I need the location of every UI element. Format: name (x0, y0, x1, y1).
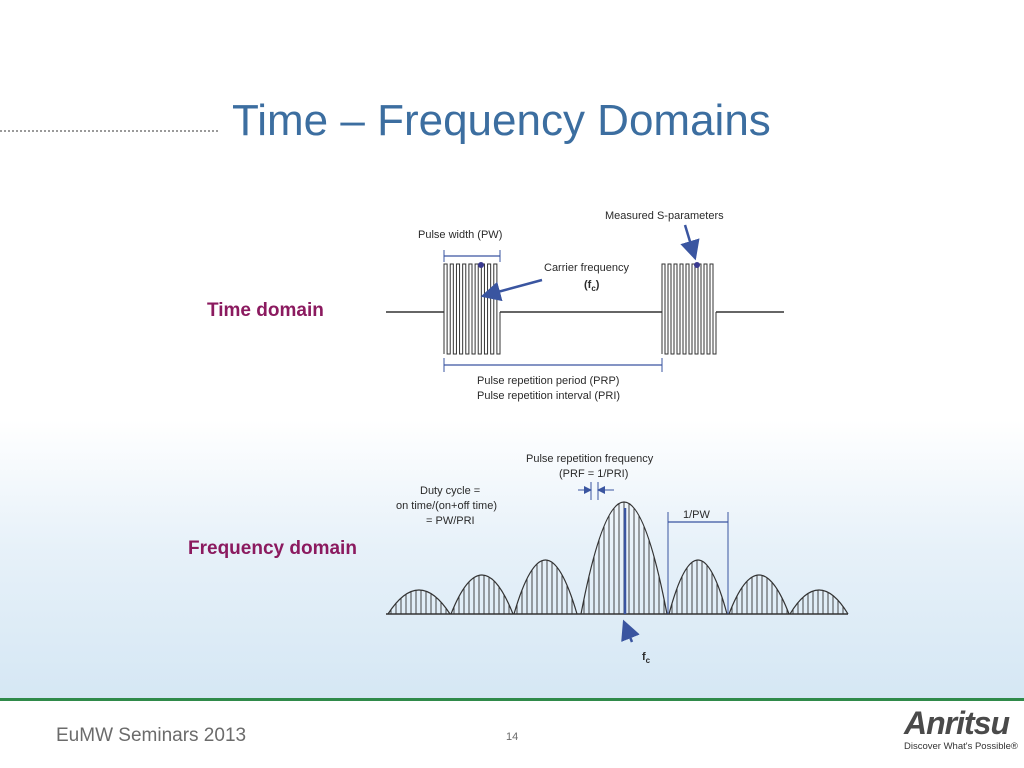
spectrum-lobe-7 (789, 589, 849, 615)
spectrum-lobe-5 (668, 559, 728, 615)
one-over-pw-dimension (667, 512, 729, 614)
pulse-burst-2 (661, 263, 717, 355)
spectrum-lobe-6 (728, 574, 790, 615)
prp-dimension (443, 358, 663, 372)
fc-f: f (642, 651, 646, 663)
carrier-frequency-symbol: (fc) (584, 279, 600, 293)
anritsu-logo: Anritsu (904, 705, 1010, 741)
frequency-domain-label: Frequency domain (188, 538, 357, 559)
pulse-burst-1 (443, 263, 501, 355)
time-domain-signal (386, 263, 784, 355)
title-dotted-rule (0, 130, 218, 132)
measured-sparams-label: Measured S-parameters (605, 210, 724, 222)
footer-rule (0, 698, 1024, 701)
carrier-frequency-label: Carrier frequency (544, 262, 629, 274)
spectrum-lobes (387, 501, 849, 615)
fc-label: fc (642, 651, 651, 665)
carrier-arrow (480, 278, 543, 302)
prp-label: Pulse repetition period (PRP) (477, 375, 619, 387)
prf-dimension (578, 482, 614, 500)
duty-cycle-line1: Duty cycle = (420, 485, 480, 497)
fc-sub: c (646, 656, 651, 665)
prf-label-line1: Pulse repetition frequency (526, 453, 654, 465)
duty-cycle-line2: on time/(on+off time) (396, 500, 497, 512)
fc-arrow (621, 619, 640, 643)
carrier-f: f (588, 279, 592, 291)
one-over-pw-label: 1/PW (683, 509, 711, 521)
duty-cycle-line3: = PW/PRI (426, 515, 475, 527)
page-number: 14 (506, 731, 519, 743)
spectrum-lobe-3 (513, 559, 578, 615)
carrier-sub: c (591, 284, 596, 293)
background-gradient (0, 420, 1024, 700)
prf-label-line2: (PRF = 1/PRI) (559, 468, 628, 480)
pri-label: Pulse repetition interval (PRI) (477, 390, 620, 402)
time-domain-label: Time domain (207, 300, 324, 321)
pulse-width-dimension (443, 250, 501, 262)
measure-point-2 (694, 262, 700, 268)
measure-point-1 (478, 262, 484, 268)
time-frequency-diagram: Pulse width (PW) Measured S-parameters C… (386, 210, 849, 665)
pulse-width-label: Pulse width (PW) (418, 229, 502, 241)
measured-arrow (680, 224, 700, 261)
footer-text: EuMW Seminars 2013 (56, 725, 247, 746)
logo-tagline: Discover What's Possible® (904, 741, 1018, 752)
slide-title: Time – Frequency Domains (232, 96, 771, 145)
spectrum-lobe-1 (387, 589, 451, 615)
spectrum-lobe-2 (450, 574, 514, 615)
